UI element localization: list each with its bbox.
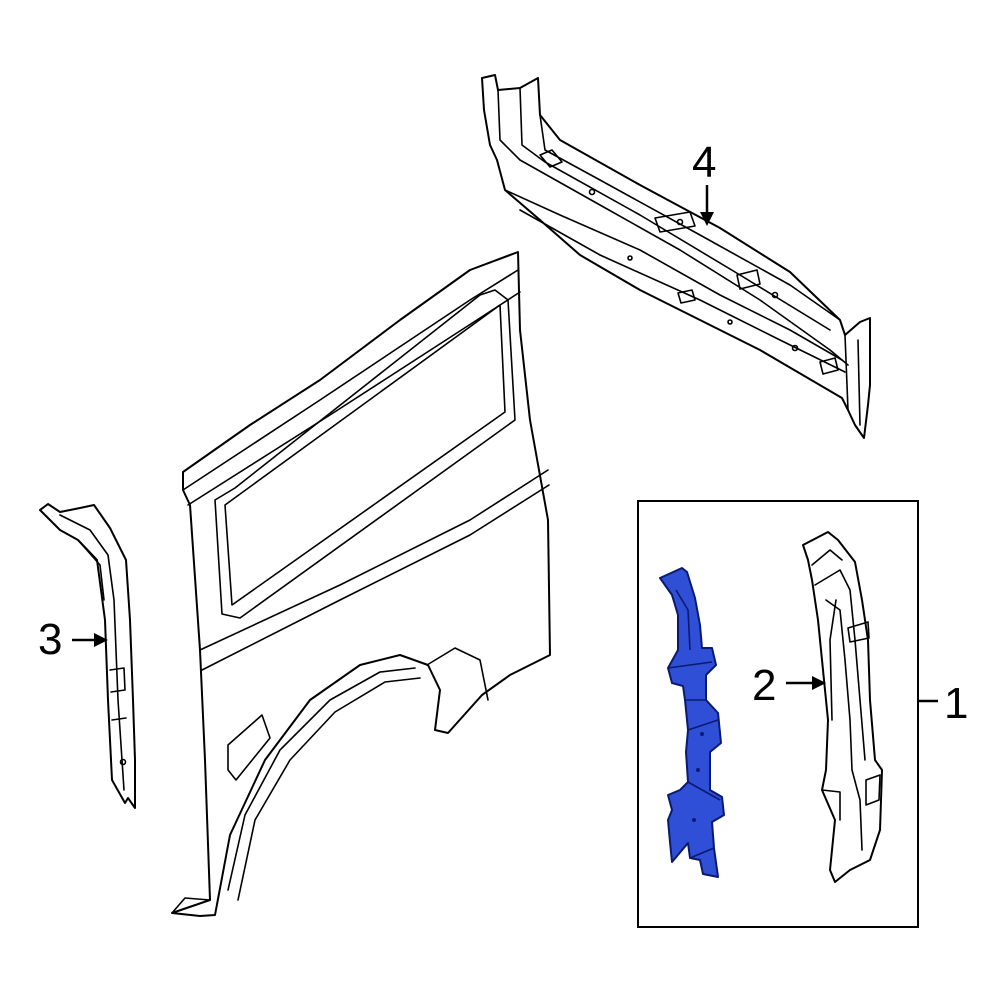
part-2-inner-pillar[interactable]: [802, 531, 883, 883]
leader-3: [72, 633, 108, 647]
leader-2: [786, 676, 826, 690]
part-3-pillar-trim[interactable]: [39, 503, 136, 809]
part-1-highlighted-reinforcement[interactable]: [659, 567, 725, 878]
callout-3: 3: [38, 615, 62, 664]
side-body-panel: [171, 251, 551, 917]
callout-4: 4: [692, 138, 716, 187]
leader-4: [700, 185, 714, 226]
callout-2: 2: [752, 661, 776, 710]
callout-1: 1: [944, 679, 968, 728]
assembly-box: [637, 500, 919, 928]
part-4-roof-rail[interactable]: [481, 74, 871, 439]
